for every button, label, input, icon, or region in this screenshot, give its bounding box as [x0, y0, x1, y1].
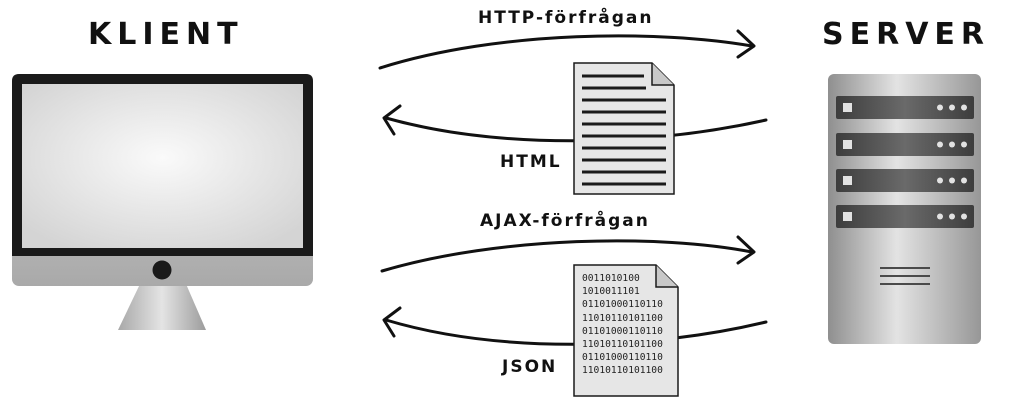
- binary-line: 11010110101100: [582, 312, 663, 324]
- drive-bay: [836, 205, 974, 228]
- json-document-icon: [573, 264, 679, 397]
- drive-bay: [836, 169, 974, 192]
- binary-line: 1010011101: [582, 286, 640, 298]
- http-request-arrow: [378, 29, 756, 70]
- html-response-label: HTML: [500, 152, 562, 172]
- json-binary-content: 0011010100 1010011101 01101000110110 110…: [582, 272, 676, 378]
- client-title: KLIENT: [88, 17, 244, 52]
- binary-line: 01101000110110: [582, 299, 663, 311]
- server-title: SERVER: [822, 17, 991, 52]
- binary-line: 01101000110110: [582, 325, 663, 337]
- binary-line: 11010110101100: [582, 365, 663, 377]
- ajax-request-arrow: [380, 235, 756, 273]
- http-request-label: HTTP-förfrågan: [478, 8, 654, 28]
- json-response-label: JSON: [502, 357, 558, 377]
- ajax-request-label: AJAX-förfrågan: [480, 211, 650, 231]
- binary-line: 11010110101100: [582, 339, 663, 351]
- html-document-icon: [573, 62, 675, 195]
- server-icon: [828, 74, 981, 344]
- binary-line: 01101000110110: [582, 352, 663, 364]
- binary-line: 0011010100: [582, 273, 640, 284]
- drive-bay: [836, 133, 974, 156]
- monitor-icon: [12, 74, 313, 330]
- vent-grille: [880, 267, 930, 285]
- drive-bay: [836, 96, 974, 119]
